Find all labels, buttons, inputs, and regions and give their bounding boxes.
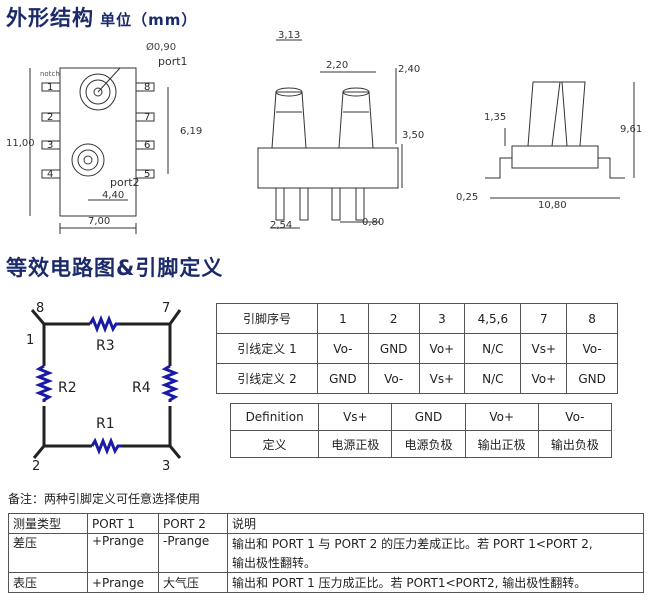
power-definition-table: Definition Vs+ GND Vo+ Vo- 定义 电源正极 电源负极 … — [229, 403, 613, 458]
pin-label-8: 8 — [144, 82, 150, 93]
resistor-r3 — [88, 314, 120, 334]
dim-height: 11,00 — [6, 138, 35, 149]
dim-pin-w: 0,80 — [362, 217, 384, 228]
node-7: 7 — [162, 301, 170, 316]
resistor-r1 — [90, 436, 122, 456]
port1-label: port1 — [158, 55, 188, 68]
r3-label: R3 — [96, 338, 115, 354]
table-row: Definition Vs+ GND Vo+ Vo- — [229, 403, 613, 431]
dim-port-spacing: 4,40 — [102, 190, 124, 201]
dim-width: 7,00 — [88, 216, 110, 227]
table-row: 引线定义 1 Vo- GND Vo+ N/C Vs+ Vo- — [216, 333, 618, 364]
outline-drawing: notch Ø0,90 port1 port2 1 2 3 4 8 7 6 5 … — [6, 30, 642, 234]
dim-body-h: 3,50 — [402, 130, 424, 141]
notch-label: notch — [40, 70, 60, 78]
pin-label-2: 2 — [47, 112, 53, 123]
node-3: 3 — [162, 459, 170, 474]
r4-label: R4 — [132, 380, 151, 396]
node-1: 1 — [26, 333, 34, 348]
node-2: 2 — [32, 459, 40, 474]
port2-label: port2 — [110, 176, 140, 189]
front-view-body — [257, 147, 399, 189]
dim-side-h1: 1,35 — [484, 112, 506, 123]
pin-label-7: 7 — [144, 112, 150, 123]
dim-pin-span: 6,19 — [180, 126, 202, 137]
dim-nozzle-len: 2,40 — [398, 64, 420, 75]
side-view-body — [511, 145, 599, 169]
dim-nozzle-top: 3,13 — [278, 30, 300, 41]
top-view-body — [59, 67, 137, 217]
table-row: 定义 电源正极 电源负极 输出正极 输出负极 — [229, 430, 613, 458]
resistor-r2 — [34, 364, 54, 402]
measurement-type-table: 测量类型 PORT 1 PORT 2 说明 差压 +Prange -Prange… — [8, 513, 644, 593]
equivalent-circuit: R3 R1 R2 R4 8 7 1 2 3 — [26, 301, 182, 474]
table-row: 引脚序号 1 2 3 4,5,6 7 8 — [216, 303, 618, 334]
diameter-label: Ø0,90 — [146, 41, 176, 53]
pin-label-1: 1 — [47, 82, 53, 93]
outline-title: 外形结构 单位（mm） — [6, 6, 198, 30]
circuit-title: 等效电路图&引脚定义 — [6, 256, 224, 280]
table-row: 差压 +Prange -Prange 输出和 PORT 1 与 PORT 2 的… — [8, 533, 644, 573]
pin-definition-table: 引脚序号 1 2 3 4,5,6 7 8 引线定义 1 Vo- GND Vo+ … — [216, 303, 618, 394]
note-text: 备注：两种引脚定义可任意选择使用 — [8, 492, 201, 506]
node-8: 8 — [36, 301, 44, 316]
table-row: 引线定义 2 GND Vo- Vs+ N/C Vo+ GND — [216, 363, 618, 394]
dim-side-h2: 9,61 — [620, 124, 642, 135]
pin-label-6: 6 — [144, 140, 150, 151]
r1-label: R1 — [96, 416, 115, 432]
pin-label-5: 5 — [144, 169, 150, 180]
port1-circle — [79, 73, 117, 111]
dim-side-w: 10,80 — [538, 200, 567, 211]
dim-nozzle-gap: 2,20 — [326, 60, 348, 71]
table-row: 测量类型 PORT 1 PORT 2 说明 — [8, 513, 644, 534]
port2-circle — [71, 143, 105, 177]
table-row: 表压 +Prange 大气压 输出和 PORT 1 压力成正比。若 PORT1<… — [8, 572, 644, 593]
resistor-r4 — [160, 364, 180, 402]
dim-side-thk: 0,25 — [456, 192, 478, 203]
pin-label-3: 3 — [47, 140, 53, 151]
r2-label: R2 — [58, 380, 77, 396]
dim-pin-pitch: 2,54 — [270, 220, 292, 231]
pin-label-4: 4 — [47, 169, 53, 180]
